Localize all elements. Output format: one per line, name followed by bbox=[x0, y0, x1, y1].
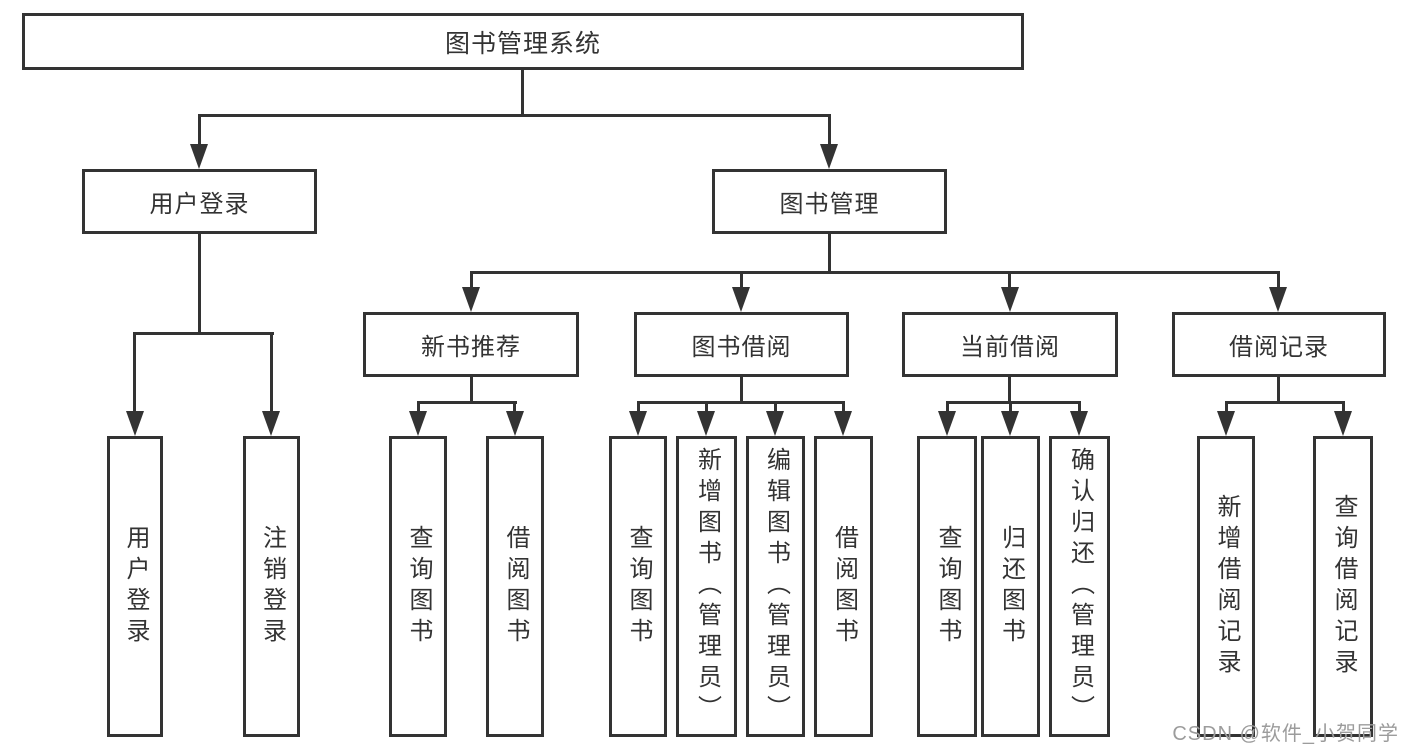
node-book-borrow: 图书借阅 bbox=[634, 312, 849, 377]
connector-line bbox=[133, 332, 136, 414]
arrow-down-icon bbox=[409, 411, 427, 436]
arrow-down-icon bbox=[697, 411, 715, 436]
arrow-down-icon bbox=[1217, 411, 1235, 436]
arrow-down-icon bbox=[190, 144, 208, 169]
node-label: 当前借阅 bbox=[960, 334, 1060, 361]
connector-line bbox=[828, 114, 831, 147]
connector-line bbox=[417, 401, 420, 415]
connector-line bbox=[1078, 401, 1081, 415]
node-leaf-confirm-return-admin: 确认归还（管理员） bbox=[1049, 436, 1110, 737]
arrow-down-icon bbox=[938, 411, 956, 436]
node-label: 查询图书 bbox=[934, 524, 961, 649]
arrow-down-icon bbox=[262, 411, 280, 436]
arrow-down-icon bbox=[1001, 411, 1019, 436]
node-label: 图书管理 bbox=[779, 191, 880, 218]
node-leaf-query-books-1: 查询图书 bbox=[389, 436, 447, 737]
node-label: 编辑图书（管理员） bbox=[762, 447, 790, 726]
arrow-down-icon bbox=[1269, 287, 1287, 312]
connector-line bbox=[740, 271, 743, 291]
node-label: 新书推荐 bbox=[421, 334, 521, 361]
node-leaf-borrow-books-2: 借阅图书 bbox=[814, 436, 873, 737]
arrow-down-icon bbox=[1070, 411, 1088, 436]
connector-line bbox=[198, 114, 831, 117]
node-label: 查询图书 bbox=[405, 524, 432, 649]
node-label: 归还图书 bbox=[997, 524, 1025, 649]
arrow-down-icon bbox=[629, 411, 647, 436]
node-root-library-system: 图书管理系统 bbox=[22, 13, 1024, 70]
node-leaf-borrow-books-1: 借阅图书 bbox=[486, 436, 544, 737]
connector-line bbox=[946, 401, 1081, 404]
node-leaf-user-login: 用户登录 bbox=[107, 436, 163, 737]
connector-line bbox=[774, 401, 777, 415]
connector-line bbox=[637, 401, 845, 404]
node-leaf-add-books-admin: 新增图书（管理员） bbox=[676, 436, 737, 737]
node-label: 借阅图书 bbox=[502, 524, 529, 649]
connector-line bbox=[1277, 271, 1280, 291]
connector-line bbox=[1009, 401, 1012, 415]
connector-line bbox=[470, 377, 473, 403]
connector-line bbox=[842, 401, 845, 415]
connector-line bbox=[1342, 401, 1345, 415]
connector-line bbox=[1008, 271, 1011, 291]
arrow-down-icon bbox=[126, 411, 144, 436]
connector-line bbox=[637, 401, 640, 415]
connector-line bbox=[470, 271, 1280, 274]
node-label: 查询借阅记录 bbox=[1330, 493, 1357, 680]
node-leaf-logout: 注销登录 bbox=[243, 436, 300, 737]
connector-line bbox=[1277, 377, 1280, 403]
arrow-down-icon bbox=[766, 411, 784, 436]
node-label: 图书管理系统 bbox=[444, 29, 601, 58]
node-leaf-add-borrow-record: 新增借阅记录 bbox=[1197, 436, 1255, 737]
connector-line bbox=[1225, 401, 1345, 404]
connector-line bbox=[1225, 401, 1228, 415]
node-leaf-query-books-3: 查询图书 bbox=[917, 436, 977, 737]
connector-line bbox=[740, 377, 743, 403]
connector-line bbox=[270, 332, 273, 414]
connector-line bbox=[417, 401, 517, 404]
arrow-down-icon bbox=[462, 287, 480, 312]
node-user-login: 用户登录 bbox=[82, 169, 317, 234]
arrow-down-icon bbox=[732, 287, 750, 312]
node-label: 借阅记录 bbox=[1229, 334, 1329, 361]
connector-line bbox=[198, 114, 201, 147]
arrow-down-icon bbox=[1001, 287, 1019, 312]
node-label: 借阅图书 bbox=[830, 524, 858, 649]
node-book-management: 图书管理 bbox=[712, 169, 947, 234]
node-label: 新增借阅记录 bbox=[1213, 493, 1240, 680]
connector-line bbox=[1008, 377, 1011, 403]
node-label: 查询图书 bbox=[625, 524, 652, 649]
node-label: 新增图书（管理员） bbox=[693, 447, 721, 726]
arrow-down-icon bbox=[1334, 411, 1352, 436]
arrow-down-icon bbox=[506, 411, 524, 436]
node-label: 确认归还（管理员） bbox=[1066, 447, 1094, 726]
connector-line bbox=[133, 332, 274, 335]
arrow-down-icon bbox=[834, 411, 852, 436]
connector-line bbox=[828, 234, 831, 274]
connector-line bbox=[198, 234, 201, 334]
connector-line bbox=[470, 271, 473, 291]
node-new-book-recommend: 新书推荐 bbox=[363, 312, 579, 377]
connector-line bbox=[521, 70, 524, 117]
node-current-borrow: 当前借阅 bbox=[902, 312, 1118, 377]
node-label: 注销登录 bbox=[258, 524, 286, 649]
node-label: 图书借阅 bbox=[691, 334, 792, 361]
connector-line bbox=[513, 401, 516, 415]
csdn-watermark: CSDN @软件_小贺同学 bbox=[1172, 723, 1399, 745]
node-leaf-query-books-2: 查询图书 bbox=[609, 436, 667, 737]
node-label: 用户登录 bbox=[122, 524, 149, 649]
arrow-down-icon bbox=[820, 144, 838, 169]
node-leaf-return-books: 归还图书 bbox=[981, 436, 1040, 737]
node-borrow-record: 借阅记录 bbox=[1172, 312, 1386, 377]
connector-line bbox=[705, 401, 708, 415]
node-leaf-edit-books-admin: 编辑图书（管理员） bbox=[746, 436, 805, 737]
connector-line bbox=[946, 401, 949, 415]
node-leaf-query-borrow-record: 查询借阅记录 bbox=[1313, 436, 1373, 737]
node-label: 用户登录 bbox=[149, 191, 250, 218]
